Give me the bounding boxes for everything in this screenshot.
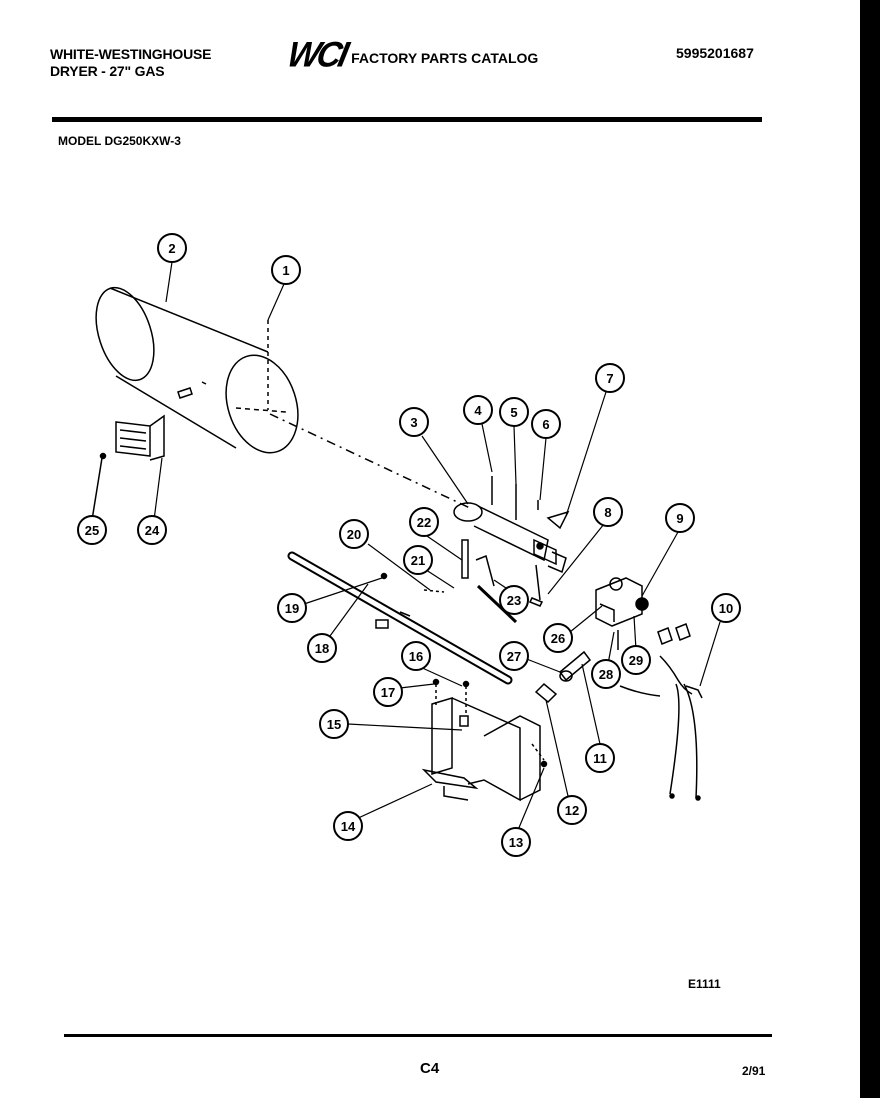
callout-label-3: 3: [410, 415, 417, 430]
callout-label-18: 18: [315, 641, 329, 656]
callout-17: 17: [373, 677, 403, 707]
callout-label-24: 24: [145, 523, 160, 538]
callout-18: 18: [307, 633, 337, 663]
callout-1: 1: [271, 255, 301, 285]
callout-14: 14: [333, 811, 363, 841]
callout-6: 6: [531, 409, 561, 439]
callout-label-12: 12: [565, 803, 579, 818]
callout-label-28: 28: [599, 667, 613, 682]
wiring-harness: [619, 623, 703, 801]
brand-name: WHITE-WESTINGHOUSE: [50, 46, 212, 62]
leader-lines: [153, 261, 721, 831]
callout-label-27: 27: [507, 649, 521, 664]
callout-label-15: 15: [327, 717, 341, 732]
callout-19: 19: [277, 593, 307, 623]
callout-9: 9: [665, 503, 695, 533]
callout-label-8: 8: [604, 505, 611, 520]
gas-manifold: [287, 551, 513, 685]
model-number: MODEL DG250KXW-3: [58, 134, 181, 148]
burner-bracket: [421, 678, 548, 802]
callout-label-9: 9: [676, 511, 683, 526]
header-rule: [52, 117, 762, 122]
callout-label-16: 16: [409, 649, 423, 664]
drum: [95, 286, 299, 454]
callout-circles: 1 2 3 4 5 6 7 8 9 10 11 12 13 14 15 16 1…: [77, 233, 741, 857]
sensor-bracket: [91, 414, 165, 521]
revision-date: 2/91: [742, 1064, 766, 1078]
callout-28: 28: [591, 659, 621, 689]
callout-label-5: 5: [510, 405, 517, 420]
callout-label-13: 13: [509, 835, 523, 850]
callout-13: 13: [501, 827, 531, 857]
diagram-code: E1111: [688, 977, 721, 991]
callout-label-26: 26: [551, 631, 565, 646]
callout-label-19: 19: [285, 601, 299, 616]
page-number: C4: [420, 1060, 440, 1077]
callout-label-10: 10: [719, 601, 733, 616]
callout-20: 20: [339, 519, 369, 549]
callout-label-17: 17: [381, 685, 395, 700]
callout-27: 27: [499, 641, 529, 671]
callout-21: 21: [403, 545, 433, 575]
callout-26: 26: [543, 623, 573, 653]
callout-11: 11: [585, 743, 615, 773]
callout-label-1: 1: [282, 263, 289, 278]
callout-label-23: 23: [507, 593, 521, 608]
callout-label-21: 21: [411, 553, 425, 568]
callout-10: 10: [711, 593, 741, 623]
callout-label-25: 25: [85, 523, 99, 538]
igniter-parts: [423, 539, 518, 624]
doc-number: 5995201687: [676, 45, 754, 61]
callout-25: 25: [77, 515, 107, 545]
burner-assembly: [453, 476, 570, 607]
callout-24: 24: [137, 515, 167, 545]
nozzle-tube: [534, 650, 592, 704]
callout-2: 2: [157, 233, 187, 263]
callout-8: 8: [593, 497, 623, 527]
callout-label-6: 6: [542, 417, 549, 432]
callout-29: 29: [621, 645, 651, 675]
callout-22: 22: [409, 507, 439, 537]
catalog-title: FACTORY PARTS CATALOG: [351, 49, 539, 66]
scan-edge: [860, 0, 880, 1098]
callout-7: 7: [595, 363, 625, 393]
callout-23: 23: [499, 585, 529, 615]
callout-label-14: 14: [341, 819, 356, 834]
footer-rule: [64, 1034, 772, 1037]
callout-label-7: 7: [606, 371, 613, 386]
callout-label-20: 20: [347, 527, 361, 542]
callout-16: 16: [401, 641, 431, 671]
brand-block: WHITE-WESTINGHOUSE DRYER - 27" GAS: [50, 46, 211, 79]
callout-label-11: 11: [593, 751, 607, 766]
callout-label-4: 4: [474, 403, 482, 418]
gas-valve: [595, 577, 649, 650]
callout-label-22: 22: [417, 515, 431, 530]
callout-15: 15: [319, 709, 349, 739]
callout-12: 12: [557, 795, 587, 825]
callout-label-2: 2: [168, 241, 175, 256]
callout-4: 4: [463, 395, 493, 425]
product-line: DRYER - 27" GAS: [50, 62, 165, 79]
callout-label-29: 29: [629, 653, 643, 668]
callout-5: 5: [499, 397, 529, 427]
callout-3: 3: [399, 407, 429, 437]
catalog-header: WCI FACTORY PARTS CATALOG: [284, 35, 539, 75]
